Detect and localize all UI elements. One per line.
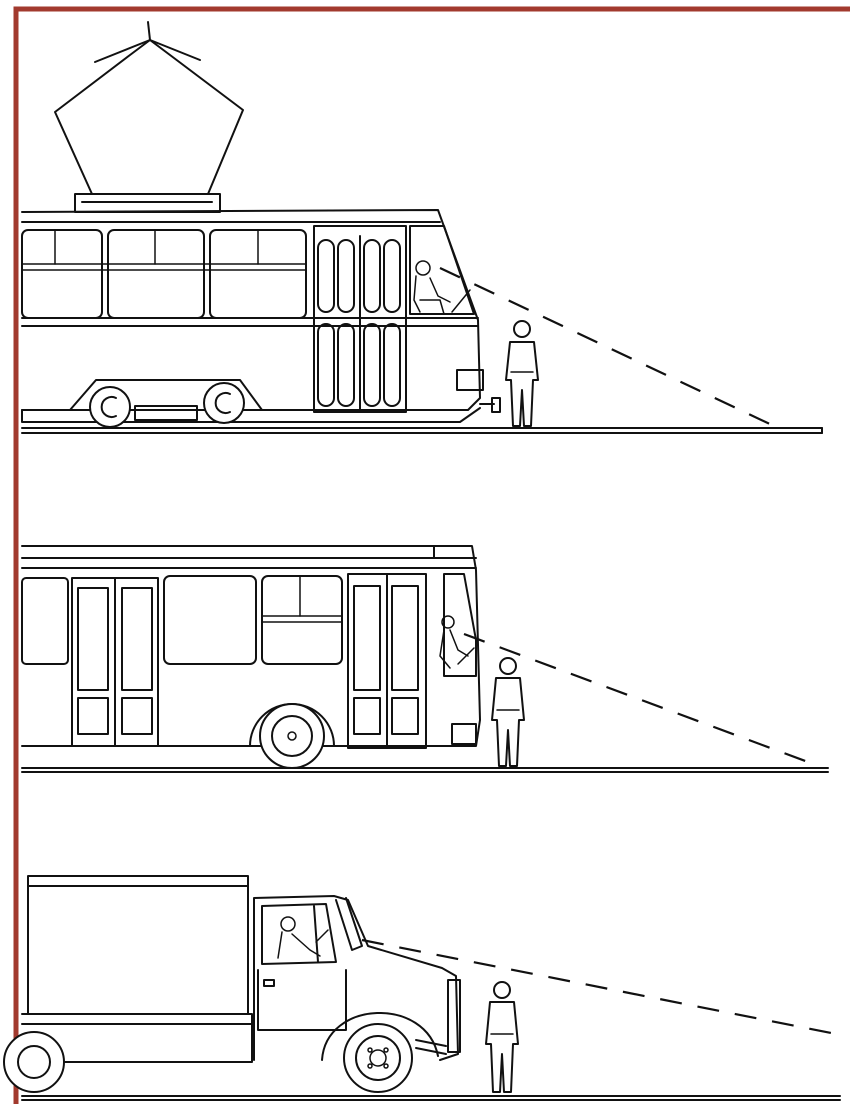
bus-wheel (260, 704, 324, 768)
tram-body (22, 210, 500, 422)
pantograph (55, 22, 243, 212)
sightline (464, 634, 808, 762)
bus-body (22, 546, 480, 748)
ground-line (22, 428, 822, 433)
truck-wheel-rear (4, 1032, 64, 1092)
truck-panel (4, 876, 840, 1100)
tram-panel (22, 22, 822, 433)
ground-line (22, 768, 828, 772)
tram-wheel-rear (90, 387, 130, 427)
sightline (362, 940, 836, 1034)
sightline (440, 268, 774, 426)
truck-driver (278, 917, 328, 958)
tram-wheel-front (204, 383, 244, 423)
pedestrian (486, 982, 518, 1092)
truck-wheel-front (344, 1024, 412, 1092)
pedestrian (506, 321, 538, 426)
bus-panel (22, 546, 828, 772)
bus-driver (440, 616, 474, 668)
pedestrian (492, 658, 524, 766)
ground-line (22, 1096, 840, 1100)
